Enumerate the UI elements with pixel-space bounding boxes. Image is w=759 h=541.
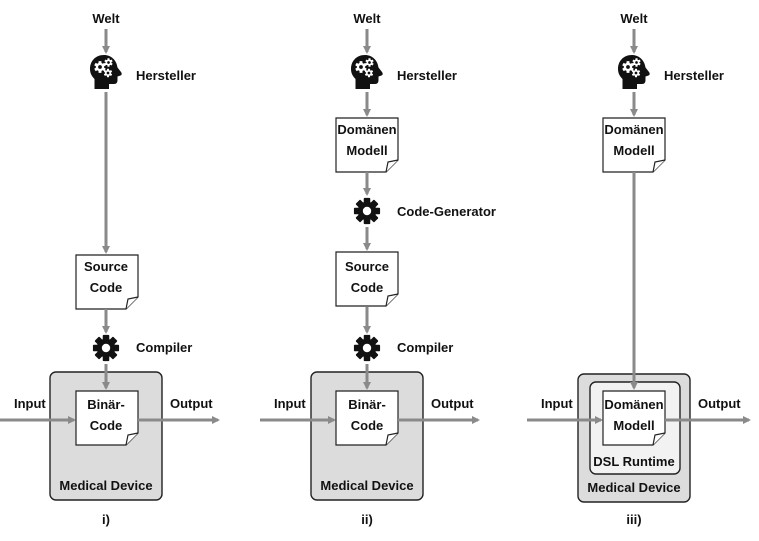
domain-model-label-line1: Domänen <box>337 122 396 137</box>
binary-code-label-line1: Binär- <box>348 397 386 412</box>
source-code-label-line1: Source <box>345 259 389 274</box>
source-code-label-line1: Source <box>84 259 128 274</box>
panel-i: Welt Hersteller Source Code Compiler Inp… <box>0 11 220 527</box>
panel-caption: ii) <box>361 512 373 527</box>
compiler-label: Compiler <box>397 340 453 355</box>
head-with-gears-icon <box>90 55 122 89</box>
source-code-document: Source Code <box>335 251 399 307</box>
medical-device-label: Medical Device <box>59 478 152 493</box>
medical-device-label: Medical Device <box>587 480 680 495</box>
output-label: Output <box>698 396 741 411</box>
source-code-document: Source Code <box>75 254 139 310</box>
welt-label: Welt <box>353 11 381 26</box>
dsl-runtime-label: DSL Runtime <box>593 454 674 469</box>
welt-label: Welt <box>620 11 648 26</box>
panel-caption: iii) <box>626 512 641 527</box>
domain-model-label-line2: Modell <box>346 143 387 158</box>
output-label: Output <box>431 396 474 411</box>
gear-icon <box>353 334 381 362</box>
compiler-label: Compiler <box>136 340 192 355</box>
hersteller-label: Hersteller <box>397 68 457 83</box>
domain-model-document: Domänen Modell <box>602 117 666 173</box>
binary-code-document: Binär- Code <box>75 390 139 446</box>
binary-code-label-line2: Code <box>351 418 384 433</box>
domain-model-document: Domänen Modell <box>335 117 399 173</box>
panel-iii: Welt Hersteller Domänen Modell Input Dom… <box>527 11 751 527</box>
medical-device-label: Medical Device <box>320 478 413 493</box>
binary-code-label-line1: Binär- <box>87 397 125 412</box>
source-code-label-line2: Code <box>351 280 384 295</box>
output-label: Output <box>170 396 213 411</box>
input-label: Input <box>274 396 306 411</box>
inner-domain-model-label-line1: Domänen <box>604 397 663 412</box>
input-label: Input <box>541 396 573 411</box>
head-with-gears-icon <box>618 55 650 89</box>
hersteller-label: Hersteller <box>136 68 196 83</box>
input-label: Input <box>14 396 46 411</box>
gear-icon <box>92 334 120 362</box>
domain-model-label-line1: Domänen <box>604 122 663 137</box>
panel-caption: i) <box>102 512 110 527</box>
binary-code-label-line2: Code <box>90 418 123 433</box>
binary-code-document: Binär- Code <box>335 390 399 446</box>
inner-domain-model-label-line2: Modell <box>613 418 654 433</box>
source-code-label-line2: Code <box>90 280 123 295</box>
gear-icon <box>353 197 381 225</box>
hersteller-label: Hersteller <box>664 68 724 83</box>
head-with-gears-icon <box>351 55 383 89</box>
domain-model-label-line2: Modell <box>613 143 654 158</box>
panel-ii: Welt Hersteller Domänen Modell Code-Gene… <box>260 11 496 527</box>
code-generator-label: Code-Generator <box>397 204 496 219</box>
welt-label: Welt <box>92 11 120 26</box>
inner-domain-model-document: Domänen Modell <box>602 390 666 446</box>
